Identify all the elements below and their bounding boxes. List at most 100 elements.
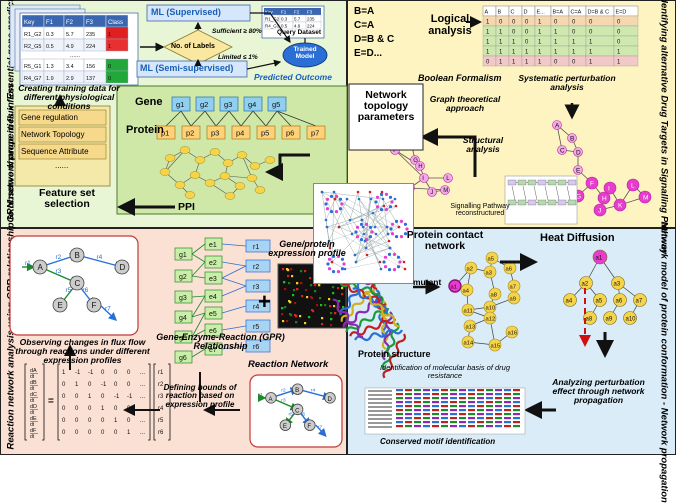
heat-node <box>623 311 637 325</box>
query-cell: R1_G2 <box>265 17 280 22</box>
flux-edge-label: r7 <box>318 425 323 431</box>
gpr-enzyme-label: e5 <box>209 311 217 318</box>
truth-cell: 0 <box>525 20 529 26</box>
stoich-cell: 0 <box>101 430 105 436</box>
logical-analysis-label: Logical analysis <box>428 13 472 37</box>
pathway-label: Signalling Pathway reconstructured <box>450 203 510 218</box>
signalling-node-label: F <box>393 148 397 154</box>
query-header-cell: F3 <box>307 10 313 15</box>
graph-theory-label: Graph theoretical approach <box>429 94 501 113</box>
signalling-node <box>443 173 453 183</box>
protein-node <box>256 125 276 140</box>
flux-edge-label: r3 <box>56 268 62 275</box>
stoich-rhs: r4 <box>158 406 164 412</box>
ppi-node <box>204 179 216 187</box>
truth-cell: 1 <box>554 40 558 46</box>
truth-cell: 1 <box>512 50 516 56</box>
signalling-node <box>613 198 627 212</box>
flux-node <box>52 297 68 313</box>
center-network-image <box>313 183 414 284</box>
truth-cell: 0 <box>572 60 576 66</box>
table-header-cell: F1 <box>46 20 54 26</box>
stoich-cell: 0 <box>88 406 92 412</box>
flux-node-label: A <box>268 397 273 403</box>
truth-header-cell: E=D <box>616 10 627 16</box>
reaction-network-label: Reaction Network <box>248 359 329 370</box>
truth-cell: 0 <box>525 30 529 36</box>
query-cell: 4.9 <box>294 24 301 29</box>
stoich-lhs: dE <box>30 416 37 422</box>
ppi-node <box>189 171 201 179</box>
protein-node-label: p2 <box>186 129 194 138</box>
ppi-node <box>246 174 258 182</box>
truth-cell: 0 <box>617 40 621 46</box>
stoich-equals: = <box>48 396 54 407</box>
predicted-outcome-label: Predicted Outcome <box>254 72 332 82</box>
stoich-cell: ... <box>140 394 145 400</box>
stoich-cell: 1 <box>101 406 105 412</box>
truth-header-cell: A <box>485 10 489 16</box>
feature-item-1: Network Topology <box>21 130 85 139</box>
ppi-node <box>194 156 206 164</box>
expression-title: Gene/protein expression profile <box>268 239 346 259</box>
ppi-node <box>209 148 221 156</box>
truth-cell: 1 <box>499 50 503 56</box>
stoich-cell: 0 <box>62 406 66 412</box>
truth-header-cell: B <box>498 10 502 16</box>
flux-edge-label: r2 <box>56 254 62 261</box>
signalling-node-label: M <box>443 188 448 194</box>
ppi-label: PPI <box>178 201 195 213</box>
flux-node-label: F <box>92 301 97 310</box>
gpr-relationship-label: Gene-Enzyme-Reaction (GPR) Relationship <box>156 332 285 352</box>
truth-cell: 1 <box>486 30 490 36</box>
ppi-network <box>159 146 276 200</box>
flux-node-label: E <box>58 301 63 310</box>
contact-node-label: a6 <box>506 266 512 272</box>
protein-node-label: p6 <box>286 129 294 138</box>
truth-cell: 1 <box>589 40 593 46</box>
gpr-enzyme-node <box>204 289 223 303</box>
gpr-reaction-node <box>245 319 271 333</box>
flux-edge-label: r4 <box>97 254 103 261</box>
heat-node-label: a10 <box>626 316 637 322</box>
contact-node-label: a14 <box>464 340 474 346</box>
truth-cell: 0 <box>572 20 576 26</box>
truth-cell: 1 <box>617 50 621 56</box>
gpr-enzyme-label: e7 <box>209 347 217 354</box>
gpr-reaction-node <box>245 259 271 273</box>
structural-analysis-label: Structural analysis <box>462 135 504 154</box>
gpr-enzyme-label: e2 <box>209 260 217 267</box>
stoich-lhs: dA <box>30 368 37 374</box>
stoich-cell: ... <box>140 406 145 412</box>
ppi-node <box>179 146 191 154</box>
query-header-cell: F1 <box>281 10 287 15</box>
heat-node-label: a3 <box>614 281 621 287</box>
ppi-node <box>236 151 248 159</box>
heat-node <box>611 276 625 290</box>
table-cell: 0.5 <box>46 44 54 50</box>
mutant-label: mutant <box>413 277 442 287</box>
query-cell: 224 <box>307 24 315 29</box>
gene-node-label: g4 <box>248 100 256 109</box>
stoich-dt: dt <box>30 434 35 440</box>
ml-semi-label: ML (Semi-supervised) <box>140 63 234 73</box>
gene-node <box>171 96 191 112</box>
stoich-cell: 0 <box>62 382 66 388</box>
stoich-cell: 0 <box>127 382 131 388</box>
truth-cell: 0 <box>617 20 621 26</box>
heat-node <box>592 249 608 265</box>
truth-cell: 0 <box>617 30 621 36</box>
protein-node <box>306 125 326 140</box>
resistance-label: Identification of molecular basis of dru… <box>379 363 511 380</box>
stoich-cell: 1 <box>114 418 118 424</box>
stoich-cell: 0 <box>101 394 105 400</box>
ppi-node <box>234 182 246 190</box>
flux-edge-label: r5 <box>66 287 72 294</box>
stoich-cell: 0 <box>75 406 79 412</box>
contact-node-label: a2 <box>467 266 473 272</box>
heat-node <box>593 293 607 307</box>
stoich-cell: 1 <box>127 430 131 436</box>
ppi-node <box>222 159 234 167</box>
